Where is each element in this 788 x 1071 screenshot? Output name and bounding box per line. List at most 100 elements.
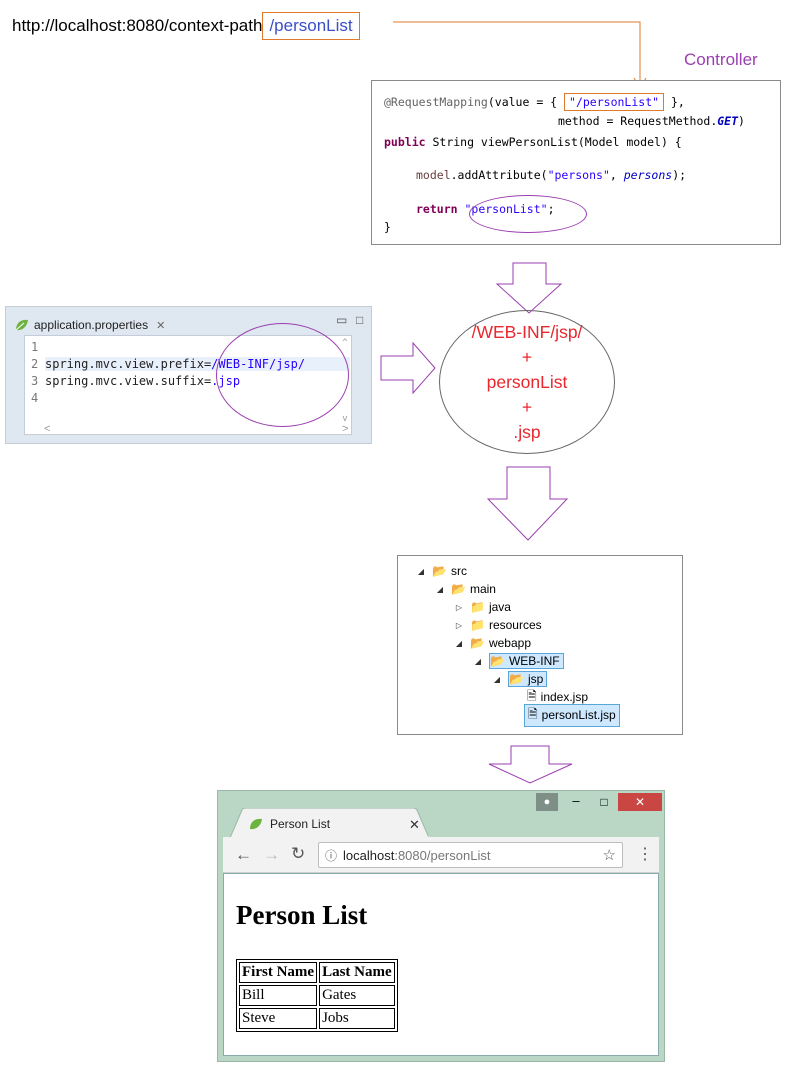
tree-node-src[interactable]: ◢📂src bbox=[417, 564, 467, 578]
properties-tab[interactable]: application.properties ✕ bbox=[14, 314, 165, 336]
file-icon: 🗎 bbox=[527, 688, 537, 703]
tree-node-webapp[interactable]: ◢📂webapp bbox=[455, 636, 531, 650]
properties-tab-title: application.properties bbox=[34, 318, 149, 332]
close-tab-icon[interactable]: ✕ bbox=[156, 319, 166, 332]
resolved-suffix: .jsp bbox=[513, 421, 541, 442]
plus-sign: + bbox=[521, 346, 533, 367]
vertical-scrollbar[interactable]: ^ v bbox=[339, 338, 351, 434]
table-cell: Bill bbox=[239, 985, 318, 1006]
info-icon[interactable]: ⓘ bbox=[325, 848, 338, 863]
address-bar[interactable]: ⓘ localhost:8080/personList ☆ bbox=[318, 842, 623, 868]
code-line-4: model.addAttribute("persons", persons); bbox=[416, 168, 687, 182]
plus-sign: + bbox=[521, 396, 533, 417]
horizontal-scrollbar[interactable]: < > bbox=[24, 423, 352, 437]
down-arrow-2 bbox=[486, 466, 569, 541]
tab-content: Person List bbox=[248, 817, 330, 831]
table-cell: Gates bbox=[319, 985, 395, 1006]
controller-code: @RequestMapping(value = { "/personList" … bbox=[371, 80, 781, 245]
table-header-row: First Name Last Name bbox=[239, 962, 395, 983]
browser-page: Person List First Name Last Name Bill Ga… bbox=[223, 873, 659, 1056]
forward-icon[interactable]: → bbox=[263, 845, 280, 864]
folder-open-icon: 📂 bbox=[470, 636, 485, 650]
request-url: http://localhost:8080/context-path/perso… bbox=[12, 12, 360, 40]
url-to-mapping-connector bbox=[393, 21, 641, 86]
expanded-icon: ◢ bbox=[493, 674, 501, 684]
property-values-highlight-ellipse bbox=[216, 323, 349, 427]
return-value-highlight-ellipse bbox=[469, 195, 587, 233]
tree-node-index-jsp[interactable]: 🗎index.jsp bbox=[527, 688, 588, 706]
browser-window: ● – □ ✕ Person List ✕ ← → ↻ ⓘ localhost:… bbox=[217, 790, 665, 1062]
line-number: 4 bbox=[31, 391, 39, 405]
tree-node-java[interactable]: ▷📁java bbox=[455, 600, 511, 614]
maximize-window-icon[interactable]: □ bbox=[600, 795, 608, 809]
properties-editor-panel: application.properties ✕ ▭ □ 1 2 3 4 spr… bbox=[5, 306, 372, 444]
line-number: 1 bbox=[31, 340, 39, 354]
spring-leaf-icon bbox=[15, 319, 28, 331]
bookmark-star-icon[interactable]: ☆ bbox=[602, 847, 616, 864]
file-icon: 🗎 bbox=[528, 706, 538, 721]
expanded-icon: ◢ bbox=[436, 584, 444, 594]
minimize-icon[interactable]: ▭ bbox=[336, 313, 348, 327]
scroll-left-icon: < bbox=[44, 423, 51, 435]
menu-icon[interactable]: ⋮ bbox=[637, 846, 653, 863]
page-heading: Person List bbox=[236, 900, 368, 930]
expanded-icon: ◢ bbox=[417, 566, 425, 576]
back-icon[interactable]: ← bbox=[235, 845, 252, 864]
folder-open-icon: 📂 bbox=[451, 582, 466, 596]
tree-node-webinf[interactable]: ◢📂WEB-INF bbox=[473, 652, 564, 670]
suffix-property-line: spring.mvc.view.suffix=.jsp bbox=[45, 374, 241, 388]
tree-node-jsp[interactable]: ◢📂jsp bbox=[492, 670, 548, 688]
code-line-3: public String viewPersonList(Model model… bbox=[384, 135, 682, 149]
code-line-2: method = RequestMethod.GET) bbox=[558, 114, 745, 128]
profile-icon[interactable]: ● bbox=[536, 793, 558, 811]
code-line-1: @RequestMapping(value = { "/personList" … bbox=[384, 93, 685, 111]
spring-leaf-icon bbox=[250, 818, 262, 830]
view-resolution-ellipse: /WEB-INF/jsp/ + personList + .jsp bbox=[439, 310, 615, 454]
code-line-6: } bbox=[384, 220, 391, 234]
expanded-icon: ◢ bbox=[455, 638, 463, 648]
scroll-up-icon: ^ bbox=[342, 338, 348, 348]
tree-node-main[interactable]: ◢📂main bbox=[436, 582, 496, 596]
folder-icon: 📁 bbox=[470, 600, 485, 614]
right-arrow bbox=[380, 341, 436, 395]
address-path: :8080/personList bbox=[394, 847, 491, 863]
person-table: First Name Last Name Bill Gates Steve Jo… bbox=[236, 959, 398, 1032]
browser-tab[interactable] bbox=[230, 808, 428, 838]
request-mapping-value: "/personList" bbox=[564, 93, 665, 111]
folder-open-icon: 📂 bbox=[490, 654, 505, 668]
line-number: 3 bbox=[31, 374, 39, 388]
table-cell: Steve bbox=[239, 1008, 318, 1029]
table-cell: Jobs bbox=[319, 1008, 395, 1029]
reload-icon[interactable]: ↻ bbox=[291, 844, 306, 863]
project-tree: ◢📂src ◢📂main ▷📁java ▷📁resources ◢📂webapp… bbox=[397, 555, 683, 735]
down-arrow-3 bbox=[488, 745, 573, 784]
column-header: Last Name bbox=[319, 962, 395, 983]
resolved-prefix: /WEB-INF/jsp/ bbox=[471, 321, 583, 342]
close-tab-icon[interactable]: ✕ bbox=[409, 817, 420, 832]
scroll-right-icon: > bbox=[342, 423, 349, 435]
folder-open-icon: 📂 bbox=[509, 672, 524, 686]
column-header: First Name bbox=[239, 962, 318, 983]
scroll-down-icon: v bbox=[342, 414, 348, 424]
address-host: localhost bbox=[343, 847, 395, 863]
url-path-highlight: /personList bbox=[262, 12, 360, 40]
table-row: Steve Jobs bbox=[239, 1008, 395, 1029]
expanded-icon: ◢ bbox=[474, 656, 482, 666]
down-arrow-1 bbox=[495, 262, 563, 314]
browser-toolbar: ← → ↻ ⓘ localhost:8080/personList ☆ ⋮ bbox=[223, 837, 659, 873]
controller-label: Controller bbox=[684, 50, 758, 69]
tab-title: Person List bbox=[270, 817, 331, 831]
resolved-view-name: personList bbox=[486, 371, 568, 392]
folder-open-icon: 📂 bbox=[432, 564, 447, 578]
url-base: http://localhost:8080/context-path bbox=[12, 16, 263, 35]
tree-node-personlist-jsp[interactable]: 🗎personList.jsp bbox=[524, 703, 620, 727]
line-number: 2 bbox=[31, 357, 39, 371]
close-window-icon[interactable]: ✕ bbox=[618, 793, 662, 811]
collapsed-icon: ▷ bbox=[455, 620, 463, 630]
folder-icon: 📁 bbox=[470, 618, 485, 632]
maximize-icon[interactable]: □ bbox=[356, 313, 364, 327]
table-row: Bill Gates bbox=[239, 985, 395, 1006]
minimize-window-icon[interactable]: – bbox=[572, 793, 580, 808]
tree-node-resources[interactable]: ▷📁resources bbox=[455, 618, 542, 632]
